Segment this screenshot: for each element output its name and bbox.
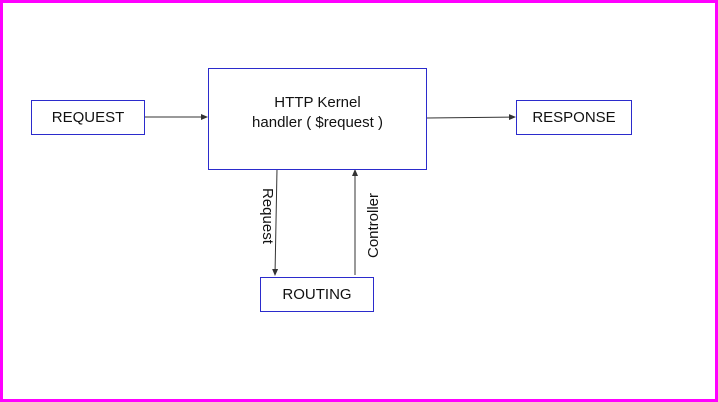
http-kernel-handler: handler ( $request ) [252,114,383,131]
arrow-kernel-to-routing [272,168,279,276]
arrow-kernel-to-response [426,114,516,121]
response-node: RESPONSE [516,100,632,135]
routing-node-label: ROUTING [282,286,352,303]
request-node: REQUEST [31,100,145,135]
edge-label-request: Request [259,188,276,244]
http-kernel-title: HTTP Kernel [274,94,361,111]
response-node-label: RESPONSE [532,109,616,126]
http-kernel-node: HTTP Kernel handler ( $request ) [208,68,427,170]
edge-label-controller: Controller [365,192,382,258]
request-node-label: REQUEST [51,109,125,126]
routing-node: ROUTING [260,277,374,312]
